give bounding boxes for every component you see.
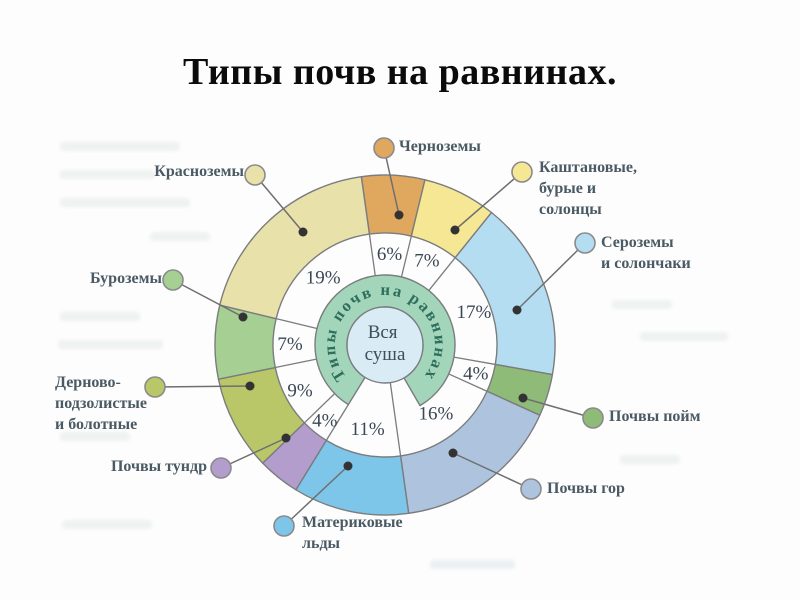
segment-label: Каштановые, бурые и солонцы	[539, 157, 637, 220]
legend-marker	[520, 478, 542, 500]
segment-label-line: Дерново-	[55, 374, 121, 391]
segment-label-line: Черноземы	[399, 138, 481, 155]
segment-label-line: солонцы	[539, 201, 602, 218]
sector-divider-line	[368, 233, 376, 276]
bleedthrough-artifact	[60, 198, 190, 207]
bleedthrough-artifact	[430, 560, 515, 569]
segment-label: Черноземы	[399, 136, 481, 157]
segment-dot	[518, 393, 528, 403]
segment-label: Почвы тундр	[111, 456, 207, 477]
segment-label: Материковые льды	[302, 512, 403, 554]
sector-divider-line	[448, 373, 488, 392]
segment-label-line: и болотные	[55, 416, 138, 433]
segment-dots	[238, 210, 528, 471]
percent-label: 4%	[312, 410, 338, 431]
segment-label: Почвы пойм	[609, 406, 701, 427]
segment-label: Почвы гор	[547, 478, 625, 499]
segment-dot	[245, 381, 255, 391]
segment-dot	[343, 461, 353, 471]
leader-line	[172, 279, 244, 318]
sector-divider-line	[453, 356, 496, 366]
sector-divider-line	[275, 358, 317, 369]
bleedthrough-artifact	[60, 312, 140, 321]
legend-marker	[244, 164, 266, 186]
segment-label-line: Материковые	[302, 514, 403, 531]
segment-label-line: Каштановые,	[539, 159, 638, 176]
legend-markers	[144, 137, 604, 537]
percent-label: 19%	[306, 268, 341, 289]
segment-label: Буроземы	[90, 268, 162, 289]
segment-dot	[450, 225, 460, 235]
leader-line	[454, 171, 523, 231]
sector-divider-line	[428, 257, 456, 291]
segment-label-line: Почвы пойм	[609, 408, 701, 425]
segment-dot	[448, 448, 458, 458]
leader-line	[254, 174, 304, 233]
legend-marker	[210, 457, 232, 479]
segment-label-line: Красноземы	[154, 163, 244, 180]
leader-line	[220, 437, 287, 469]
segment-dot	[394, 210, 404, 220]
bleedthrough-artifact	[640, 332, 728, 341]
percent-label: 7%	[414, 250, 440, 271]
legend-marker	[144, 376, 166, 398]
percent-labels: 6% 7% 17% 4% 16% 11% 4% 9% 7% 19%	[277, 244, 491, 440]
bleedthrough-artifact	[58, 340, 163, 349]
segment-label-line: Почвы тундр	[110, 458, 207, 475]
percent-label: 6%	[377, 244, 403, 265]
legend-marker	[582, 407, 604, 429]
percent-label: 7%	[277, 334, 303, 355]
bleedthrough-artifact	[60, 432, 130, 441]
percent-label: 9%	[287, 380, 313, 401]
segment-dot	[281, 433, 291, 443]
leader-line	[283, 465, 349, 527]
segment-label-line: льды	[302, 535, 341, 552]
leader-line	[516, 242, 586, 311]
legend-marker	[511, 161, 533, 183]
percent-label: 11%	[351, 419, 385, 440]
center-label: Вся суша	[365, 322, 406, 365]
percent-label: 4%	[463, 364, 489, 385]
legend-marker	[574, 232, 596, 254]
page-title: Типы почв на равнинах.	[183, 51, 617, 93]
segment-label: Дерново-подзолистые и болотные	[55, 372, 147, 435]
sector-divider-line	[400, 235, 412, 278]
bleedthrough-artifact	[150, 232, 210, 241]
leader-line	[154, 385, 251, 388]
bleedthrough-artifact	[60, 170, 155, 179]
leader-line	[522, 397, 594, 419]
segment-dot	[298, 227, 308, 237]
legend-marker	[162, 269, 184, 291]
percent-label: 16%	[419, 404, 454, 425]
legend-marker	[373, 137, 395, 159]
bleedthrough-artifact	[60, 142, 180, 151]
leader-line	[383, 147, 400, 216]
ring-segment-10	[219, 175, 371, 320]
segment-label-line: Сероземы	[601, 234, 674, 251]
sector-divider-line	[325, 404, 349, 441]
leader-lines	[154, 147, 594, 527]
segment-label-line: и солончаки	[601, 255, 691, 272]
sector-divider-line	[389, 382, 402, 457]
sector-divider-line	[303, 393, 336, 424]
bleedthrough-artifact	[62, 520, 152, 529]
segment-label-line: Буроземы	[90, 270, 162, 287]
segment-label-line: бурые и	[539, 180, 597, 197]
segment-label-line: Почвы гор	[547, 480, 625, 497]
segment-dot	[238, 312, 248, 322]
legend-marker	[273, 515, 295, 537]
segment-label: Красноземы	[154, 161, 244, 182]
center-circle	[346, 306, 424, 384]
sector-divider-line	[275, 318, 318, 330]
segment-label-line: подзолистые	[55, 395, 147, 412]
segment-label: Сероземы и солончаки	[601, 232, 691, 274]
segment-dot	[512, 305, 522, 315]
bleedthrough-artifact	[620, 455, 680, 464]
percent-label: 17%	[457, 302, 492, 323]
sector-divider-lines	[275, 233, 496, 457]
leader-line	[452, 452, 532, 490]
bleedthrough-artifact	[612, 300, 672, 309]
